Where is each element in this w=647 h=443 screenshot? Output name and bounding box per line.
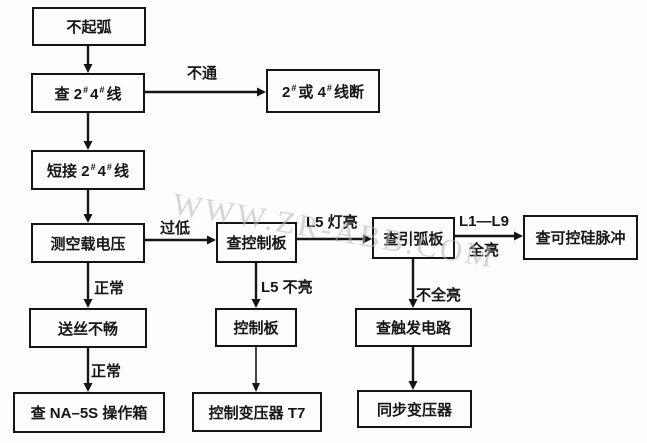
edge-label-normal-1: 正常 (94, 280, 125, 297)
node-check-na5s-box: 查 NA–5S 操作箱 (13, 392, 165, 433)
node-sync-transformer-label: 同步变压器 (376, 401, 452, 419)
node-sync-transformer: 同步变压器 (357, 390, 472, 428)
edge-label-l5-lit: L5 灯亮 (306, 214, 358, 231)
node-wire-feed-problem-label: 送丝不畅 (57, 320, 118, 338)
text-part: 4 (97, 162, 106, 180)
node-measure-no-load-voltage: 测空载电压 (31, 223, 145, 263)
node-control-transformer-t7: 控制变压器 T7 (192, 392, 322, 432)
node-short-line-2-4: 短接 2#4#线 (31, 150, 145, 190)
node-wire-feed-problem: 送丝不畅 (29, 308, 147, 348)
node-control-board: 控制板 (215, 308, 297, 347)
edge-label-l5-not-lit: L5 不亮 (261, 279, 313, 296)
node-check-na5s-box-label: 查 NA–5S 操作箱 (30, 405, 148, 422)
text-part: 线 (106, 85, 122, 103)
node-check-trigger-circuit-label: 查触发电路 (375, 320, 451, 337)
text-part: 或 4 (298, 83, 326, 101)
edge-check-control-board-to-control-board (251, 263, 261, 308)
superscript-mark: # (90, 161, 96, 172)
edge-label-normal-2: 正常 (91, 363, 122, 380)
node-check-line-2-4: 查 2#4#线 (31, 73, 145, 113)
edge-check-line-to-short-line (83, 113, 93, 150)
text-part: 线断 (333, 83, 364, 101)
edge-label-not-all-lit: 不全亮 (416, 287, 462, 304)
edge-label-not-connected: 不通 (187, 65, 218, 82)
text-part: 短接 2 (47, 162, 90, 180)
node-measure-no-load-voltage-label: 测空载电压 (50, 235, 126, 253)
node-control-transformer-t7-label: 控制变压器 T7 (208, 404, 306, 422)
node-no-arc: 不起弧 (32, 7, 146, 46)
node-check-control-board-label: 查控制板 (226, 235, 287, 252)
edge-label-l1-l9: L1—L9 (459, 213, 510, 230)
edge-short-line-to-measure-voltage (83, 190, 93, 223)
node-check-control-board: 查控制板 (216, 222, 297, 263)
node-check-arc-striker-board: 查引弧板 (372, 217, 455, 259)
node-check-scr-pulse-label: 查可控硅脉冲 (535, 230, 626, 247)
node-control-board-label: 控制板 (233, 320, 279, 337)
edge-control-board-to-transformer-t7 (252, 347, 260, 392)
superscript-mark: # (291, 82, 297, 93)
node-line-2-4-broken: 2#或 4#线断 (266, 69, 380, 113)
superscript-mark: # (326, 82, 332, 93)
text-part: 查 2 (54, 85, 83, 103)
superscript-mark: # (83, 84, 89, 95)
edge-trigger-circuit-to-sync-transformer (408, 347, 418, 390)
edge-measure-voltage-to-wire-feed (83, 263, 93, 308)
node-short-line-2-4-label: 短接 2#4#线 (47, 160, 129, 181)
edge-label-all-lit: 全亮 (469, 242, 500, 259)
text-part: 4 (90, 85, 99, 103)
node-no-arc-label: 不起弧 (66, 19, 112, 36)
node-check-arc-striker-board-label: 查引弧板 (383, 230, 444, 248)
edge-check-control-board-to-arc-board (297, 234, 372, 244)
edge-check-line-to-line-broken (145, 87, 266, 97)
text-part: 线 (113, 162, 129, 180)
superscript-mark: # (106, 161, 112, 172)
edge-label-too-low: 过低 (160, 220, 191, 237)
node-line-2-4-broken-label: 2#或 4#线断 (282, 81, 364, 102)
node-check-scr-pulse: 查可控硅脉冲 (523, 215, 638, 260)
node-check-line-2-4-label: 查 2#4#线 (55, 83, 122, 104)
text-part: 2 (282, 83, 291, 101)
edge-no-arc-to-check-line (83, 46, 93, 73)
node-check-trigger-circuit: 查触发电路 (355, 308, 472, 347)
superscript-mark: # (99, 84, 105, 95)
